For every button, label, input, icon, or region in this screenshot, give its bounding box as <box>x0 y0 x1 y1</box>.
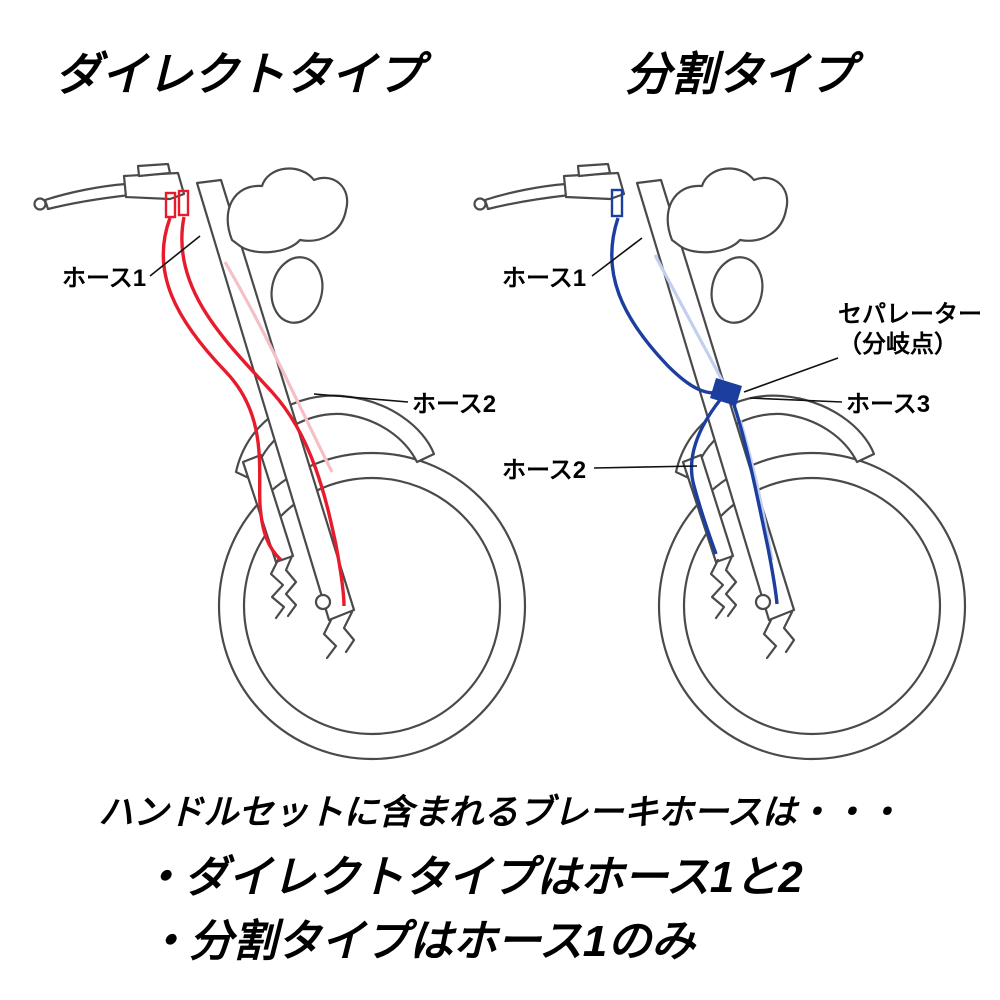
direct-hose1-leader-line <box>149 235 201 277</box>
separator-leader-line <box>743 357 839 393</box>
direct-hose1-label: ホース1 <box>62 265 146 292</box>
direct-hose-2-path <box>180 216 346 607</box>
direct-hose2-label: ホース2 <box>412 391 496 418</box>
direct-type-title: ダイレクトタイプ <box>55 48 432 100</box>
footer-bullet-split: ・分割タイプはホース1のみ <box>145 917 697 966</box>
split-type-title: 分割タイプ <box>625 48 864 100</box>
split-hose-group <box>610 188 779 605</box>
direct-banjo-fitting-1 <box>164 191 177 219</box>
direct-hose-behind-fork <box>223 261 334 473</box>
split-banjo-fitting <box>610 188 624 218</box>
direct-hose-1-path <box>161 217 283 562</box>
direct-hose2-leader-line <box>313 393 409 403</box>
direct-hose-faded-group <box>223 261 334 473</box>
split-hose-3-path <box>731 401 779 605</box>
direct-bike-line-art <box>33 162 527 761</box>
direct-hose-group <box>161 189 346 607</box>
split-hose2-leader-line <box>593 465 698 469</box>
split-hose1-label: ホース1 <box>502 265 586 292</box>
split-hose-2-path <box>689 398 722 555</box>
split-hose3-label: ホース3 <box>846 391 930 418</box>
direct-banjo-fitting-2 <box>177 189 190 217</box>
separator-junction <box>710 378 742 406</box>
split-hose3-leader-line <box>749 397 843 403</box>
split-hose2-label: ホース2 <box>502 457 586 484</box>
footer-intro-text: ハンドルセットに含まれるブレーキホースは・・・ <box>98 793 901 832</box>
separator-label-line1: セパレーター <box>838 301 982 328</box>
split-hose-1-path <box>610 217 723 395</box>
separator-label-line2: （分岐点） <box>838 331 958 358</box>
split-hose1-leader-line <box>591 237 643 277</box>
footer-bullet-direct: ・ダイレクトタイプはホース1と2 <box>140 853 803 902</box>
